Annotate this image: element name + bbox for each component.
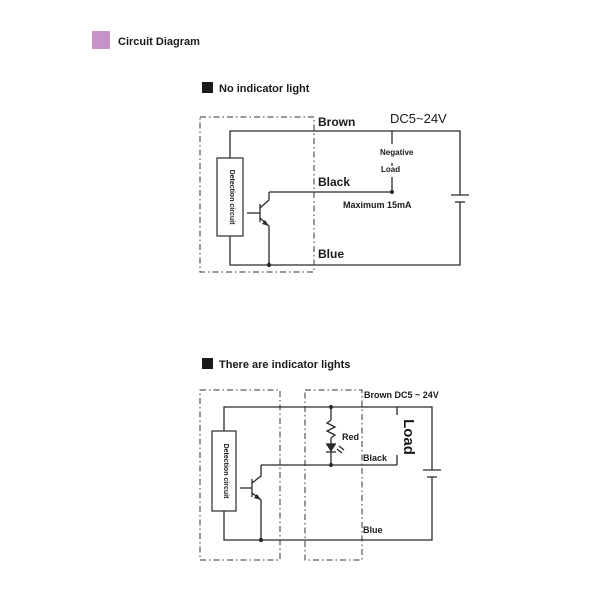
detection-circuit-module-2 — [211, 430, 237, 512]
heading-marker-2 — [202, 358, 213, 369]
detection-circuit-label-2: Detection circuit — [222, 444, 229, 500]
sensor-housing-1 — [199, 116, 315, 273]
led-red-label: Red — [342, 432, 359, 442]
diagram1-heading: No indicator light — [219, 83, 310, 95]
header-title: Circuit Diagram — [118, 36, 200, 48]
heading-marker-1 — [202, 82, 213, 93]
load-label: Load — [400, 419, 417, 455]
diagram2-heading: There are indicator lights — [219, 359, 350, 371]
wire-black-label-2: Black — [363, 453, 388, 463]
max-current-label: Maximum 15mA — [343, 200, 412, 210]
sensor-housing-2 — [199, 389, 281, 561]
supply-voltage-label-2: Brown DC5 ~ 24V — [364, 390, 439, 400]
indicator-housing-2 — [304, 389, 363, 561]
negative-load-label-line2: Load — [381, 165, 400, 174]
wire-brown-label-1: Brown — [318, 115, 355, 129]
wire-blue-label-2: Blue — [363, 525, 383, 535]
wire-black-label-1: Black — [318, 175, 350, 189]
wiring-1 — [229, 130, 469, 266]
wiring-2 — [223, 406, 441, 541]
wire-blue-label-1: Blue — [318, 247, 344, 261]
header-accent-swatch — [92, 31, 110, 49]
detection-circuit-label-1: Detection circuit — [228, 170, 235, 226]
supply-voltage-label-1: DC5~24V — [390, 111, 447, 126]
negative-load-label-line1: Negative — [380, 148, 414, 157]
